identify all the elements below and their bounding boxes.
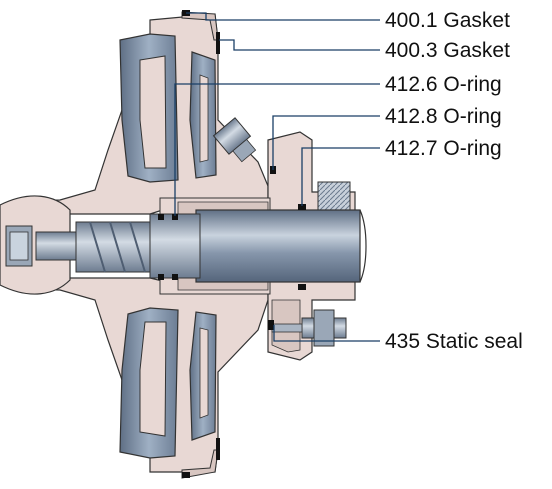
drain-plug — [212, 117, 257, 163]
oring-412-7-mark — [298, 204, 306, 210]
leader-400-1 — [186, 12, 380, 21]
callout-412-8: 412.8 O-ring — [385, 105, 502, 128]
gasket-400-1-mark-lower — [182, 472, 190, 478]
oring-412-6-mark-2 — [172, 214, 178, 220]
inducer-screw — [35, 213, 201, 279]
bearing-cover — [0, 195, 71, 295]
leader-435 — [273, 325, 380, 342]
leader-lines — [174, 12, 380, 342]
callout-412-7: 412.7 O-ring — [385, 137, 502, 160]
upper-flow-cavity — [119, 33, 217, 183]
leader-412-7 — [301, 147, 380, 206]
lower-flow-cavity — [119, 307, 217, 459]
gasket-400-3-mark — [216, 32, 220, 54]
callout-labels: 400.1 Gasket 400.3 Gasket 412.6 O-ring 4… — [385, 9, 523, 353]
gasket-400-3-mark-lower — [216, 438, 220, 460]
callout-400-1: 400.1 Gasket — [385, 9, 510, 32]
shaft — [195, 209, 367, 283]
oring-412-6-mark-4 — [172, 274, 178, 280]
hex-bolt — [271, 309, 347, 347]
oring-412-6-mark-3 — [158, 274, 164, 280]
callout-412-6: 412.6 O-ring — [385, 73, 502, 96]
leader-412-6 — [174, 83, 380, 216]
static-seal-435-mark — [268, 320, 274, 330]
leader-400-3 — [219, 39, 380, 51]
callout-400-3: 400.3 Gasket — [385, 39, 510, 62]
callout-435: 435 Static seal — [385, 330, 523, 353]
leader-412-8 — [272, 115, 380, 170]
oring-412-7-mark-lower — [298, 284, 306, 290]
oring-412-6-mark — [158, 214, 164, 220]
